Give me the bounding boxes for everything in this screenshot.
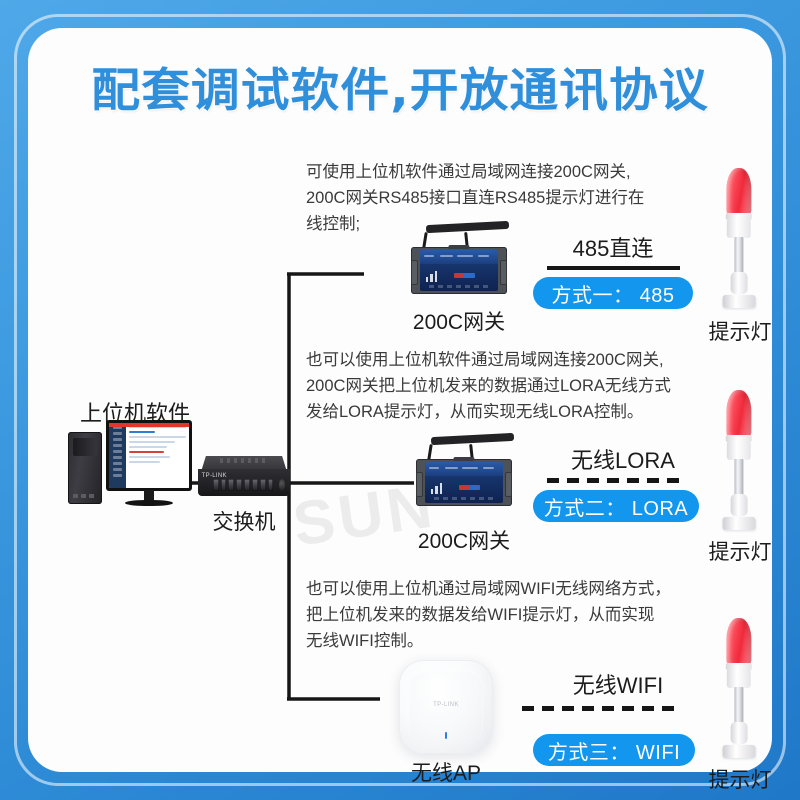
lamp-collar	[726, 218, 752, 238]
gateway-logo	[459, 485, 480, 491]
lamp-ring	[725, 212, 753, 220]
monitor-bezel	[106, 420, 192, 491]
screen-titlebar	[109, 423, 189, 427]
lamp-collar	[726, 668, 752, 688]
paragraph-line: 线控制;	[306, 215, 361, 233]
mode-pill-wifi[interactable]: 方式三： WIFI	[533, 734, 695, 766]
gateway-signal-bars	[425, 270, 438, 282]
page-title: 配套调试软件,开放通讯协议	[91, 63, 709, 117]
monitor-icon	[106, 420, 192, 506]
lamp-ring	[725, 434, 753, 442]
gateway-mount-ear-left	[411, 259, 418, 285]
gateway-bottom-print	[434, 497, 494, 501]
paragraph-line: 也可以使用上位机通过局域网WIFI无线网络方式，	[306, 580, 671, 598]
indicator-lamp-rs485	[718, 168, 760, 308]
gateway-signal-bars	[430, 482, 443, 494]
switch-power-jack	[278, 479, 286, 491]
paragraph-line: 发给LORA提示灯，从而实现无线LORA控制。	[306, 403, 644, 421]
lamp-label-lora: 提示灯	[708, 541, 772, 564]
lamp-collar	[726, 440, 752, 460]
content-card: 配套调试软件,开放通讯协议 SUN 上位机软件	[28, 28, 772, 792]
gateway-top-strip	[424, 461, 504, 476]
wireless-ap-icon: TP-LINK	[399, 660, 493, 754]
gateway-front-panel	[424, 461, 504, 503]
lamp-base	[722, 745, 756, 758]
gateway-bottom-print	[429, 285, 489, 289]
pc-drive-slot	[73, 437, 97, 457]
mode-pill-rs485[interactable]: 方式一： 485	[533, 277, 693, 309]
gateway-mount-ear-right	[500, 259, 507, 285]
ap-status-led	[445, 731, 447, 739]
gateway-front-panel	[419, 249, 499, 291]
paragraph-line: 把上位机发来的数据发给WIFI提示灯，从而实现	[306, 606, 655, 624]
gateway-body	[416, 456, 512, 506]
section-lora-paragraph: 也可以使用上位机软件通过局域网连接200C网关, 200C网关把上位机发来的数据…	[306, 347, 671, 425]
lamp-label-wifi: 提示灯	[708, 769, 772, 792]
link-label-rs485: 485直连	[572, 236, 654, 261]
lamp-joint	[730, 721, 748, 744]
lamp-pole	[734, 458, 744, 497]
gateway-label-rs485: 200C网关	[412, 311, 506, 334]
link-rule-wifi-dashed	[522, 706, 674, 711]
switch-vents	[220, 457, 268, 463]
gateway-200c-icon-rs485	[411, 221, 510, 294]
gateway-db9-connector	[453, 456, 475, 461]
lamp-pole	[734, 686, 744, 725]
link-rule-rs485-solid	[547, 266, 680, 270]
lamp-base	[722, 517, 756, 530]
lamp-label-rs485: 提示灯	[708, 321, 772, 344]
lamp-red-dome	[726, 390, 752, 438]
paragraph-line: 200C网关把上位机发来的数据通过LORA无线方式	[306, 377, 671, 395]
lamp-red-dome	[726, 618, 752, 666]
pc-led-row	[73, 493, 95, 498]
gateway-200c-icon-lora	[416, 433, 515, 506]
link-label-wifi: 无线WIFI	[572, 673, 664, 698]
network-switch-icon: TP-LINK	[198, 456, 290, 496]
gateway-mount-ear-right	[505, 471, 512, 497]
pc-tower-icon	[68, 432, 102, 504]
gateway-mount-ear-left	[416, 471, 423, 497]
ap-label-wifi: 无线AP	[410, 762, 481, 785]
lamp-ring	[725, 662, 753, 670]
lamp-red-dome	[726, 168, 752, 216]
indicator-lamp-lora	[718, 390, 760, 530]
lamp-pole	[734, 236, 744, 275]
section-wifi-paragraph: 也可以使用上位机通过局域网WIFI无线网络方式， 把上位机发来的数据发给WIFI…	[306, 576, 671, 654]
section-rs485-paragraph: 可使用上位机软件通过局域网连接200C网关, 200C网关RS485接口直连RS…	[306, 159, 644, 237]
switch-label: 交换机	[212, 511, 276, 534]
lamp-joint	[730, 493, 748, 516]
link-label-lora: 无线LORA	[571, 448, 675, 473]
ap-brand-mark: TP-LINK	[433, 702, 459, 709]
paragraph-line: 200C网关RS485接口直连RS485提示灯进行在	[306, 189, 645, 207]
mode-pill-lora[interactable]: 方式二： LORA	[533, 490, 699, 522]
switch-brand-mark: TP-LINK	[201, 472, 227, 479]
screen-content	[125, 423, 189, 488]
paragraph-line: 也可以使用上位机软件通过局域网连接200C网关,	[306, 351, 664, 369]
decorative-frame-outline	[14, 14, 786, 786]
ap-inner-surface	[409, 670, 483, 744]
monitor-base	[124, 499, 174, 506]
link-rule-lora-dashed	[547, 478, 687, 483]
monitor-neck	[143, 489, 155, 500]
paragraph-line: 无线WIFI控制。	[306, 632, 424, 650]
lamp-base	[722, 295, 756, 308]
gateway-label-lora: 200C网关	[417, 530, 511, 553]
switch-port-row	[212, 478, 274, 492]
gateway-logo	[454, 273, 475, 279]
paragraph-line: 可使用上位机软件通过局域网连接200C网关,	[306, 163, 631, 181]
switch-top-shell	[201, 456, 287, 470]
gateway-db9-connector	[448, 244, 470, 249]
gateway-top-strip	[419, 249, 499, 264]
gateway-body	[411, 244, 507, 294]
screen-sidebar	[109, 423, 126, 488]
indicator-lamp-wifi	[718, 618, 760, 758]
monitor-screen	[109, 423, 189, 488]
lamp-joint	[730, 271, 748, 294]
switch-front-face: TP-LINK	[198, 468, 290, 496]
